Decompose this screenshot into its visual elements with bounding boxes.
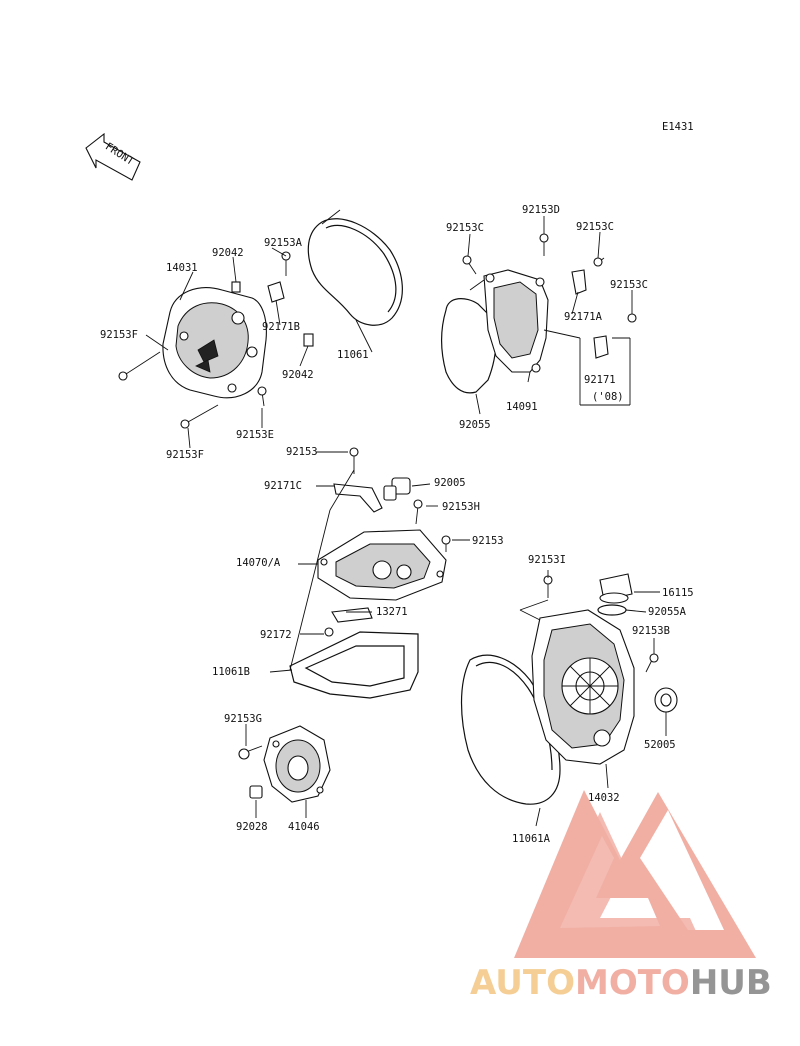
label-92055: 92055 bbox=[459, 419, 491, 431]
label-14091: 14091 bbox=[506, 401, 538, 413]
oring-92055A bbox=[597, 604, 627, 616]
bolt-92153B bbox=[645, 653, 659, 673]
label-92153C-c: 92153C bbox=[610, 279, 648, 291]
label-11061: 11061 bbox=[337, 349, 369, 361]
dowel-92042-a bbox=[231, 281, 241, 293]
label-92171B: 92171B bbox=[262, 321, 300, 333]
bolt-92153I bbox=[543, 575, 553, 598]
label-92153-b: 92153 bbox=[472, 535, 504, 547]
label-92171C: 92171C bbox=[264, 480, 302, 492]
label-11061B: 11061B bbox=[212, 666, 250, 678]
cover-14031 bbox=[162, 287, 267, 399]
bolt-92153F-a bbox=[118, 351, 161, 381]
label-92171: 92171 bbox=[584, 374, 616, 386]
label-92153E: 92153E bbox=[236, 429, 274, 441]
bolt-92153-a bbox=[349, 447, 359, 474]
label-92153C-b: 92153C bbox=[576, 221, 614, 233]
gasket-92055 bbox=[440, 298, 497, 394]
bolt-92153-b bbox=[441, 535, 451, 552]
label-92153D: 92153D bbox=[522, 204, 560, 216]
bolt-92153H bbox=[413, 499, 423, 525]
label-13271: 13271 bbox=[376, 606, 408, 618]
dowel-92028 bbox=[249, 785, 263, 799]
label-92153I: 92153I bbox=[528, 554, 566, 566]
logo-mark-icon bbox=[514, 790, 756, 958]
label-92153B: 92153B bbox=[632, 625, 670, 637]
gasket-11061A bbox=[460, 654, 561, 805]
label-14032: 14032 bbox=[588, 792, 620, 804]
cap-16115 bbox=[599, 573, 633, 604]
label-92055A: 92055A bbox=[648, 606, 687, 618]
label-52005: 52005 bbox=[644, 739, 676, 751]
front-arrow-icon: FRONT bbox=[85, 132, 141, 181]
gasket-11061B bbox=[289, 631, 419, 699]
gasket-11061 bbox=[307, 218, 403, 326]
label-92153-a: 92153 bbox=[286, 446, 318, 458]
label-11061A: 11061A bbox=[512, 833, 551, 845]
label-92153G: 92153G bbox=[224, 713, 262, 725]
cover-14091 bbox=[483, 269, 549, 373]
label-92153F-a: 92153F bbox=[100, 329, 138, 341]
label-14031: 14031 bbox=[166, 262, 198, 274]
label-16115: 16115 bbox=[662, 587, 694, 599]
label-92153F-b: 92153F bbox=[166, 449, 204, 461]
clamp-92171B bbox=[267, 281, 285, 303]
logo-text-auto: AUTO bbox=[470, 963, 575, 1003]
fitting-92005 bbox=[383, 477, 411, 501]
bolt-92153F-b bbox=[180, 404, 219, 429]
watermark-logo: AUTOMOTOHUB bbox=[470, 790, 772, 1003]
bracket-13271 bbox=[331, 607, 373, 623]
logo-text-moto: MOTO bbox=[575, 963, 690, 1003]
label-92153A: 92153A bbox=[264, 237, 303, 249]
label-41046: 41046 bbox=[288, 821, 320, 833]
label-92005: 92005 bbox=[434, 477, 466, 489]
bolt-92153C-c bbox=[627, 313, 637, 323]
housing-41046 bbox=[263, 725, 331, 803]
label-92153H: 92153H bbox=[442, 501, 480, 513]
diagram-code: E1431 bbox=[662, 121, 694, 133]
label-92042-b: 92042 bbox=[282, 369, 314, 381]
bolt-92153G bbox=[238, 745, 263, 760]
bolt-92153E bbox=[257, 386, 267, 407]
logo-text-hub: HUB bbox=[690, 963, 772, 1003]
logo-text: AUTOMOTOHUB bbox=[470, 963, 772, 1003]
cover-14032 bbox=[531, 609, 635, 765]
label-92042-a: 92042 bbox=[212, 247, 244, 259]
clamp-92171 bbox=[593, 335, 609, 359]
clamp-92171C bbox=[333, 483, 383, 513]
label-14070A: 14070/A bbox=[236, 557, 281, 569]
bolt-92153C-b bbox=[593, 257, 605, 267]
label-92028: 92028 bbox=[236, 821, 268, 833]
label-92153C-a: 92153C bbox=[446, 222, 484, 234]
bolt-92153C-a bbox=[462, 255, 477, 275]
cover-14070A bbox=[317, 529, 447, 601]
part-labels: 92153D 92153C 92153C 92042 92153A 14031 … bbox=[100, 204, 694, 845]
label-92172: 92172 bbox=[260, 629, 292, 641]
bolt-92153D bbox=[539, 233, 549, 256]
label-92171A: 92171A bbox=[564, 311, 603, 323]
label-08: ('08) bbox=[592, 391, 624, 403]
clamp-92171A bbox=[571, 269, 587, 295]
dowel-92042-b bbox=[303, 333, 314, 347]
seal-52005 bbox=[654, 687, 678, 713]
collar-92172 bbox=[324, 627, 334, 637]
